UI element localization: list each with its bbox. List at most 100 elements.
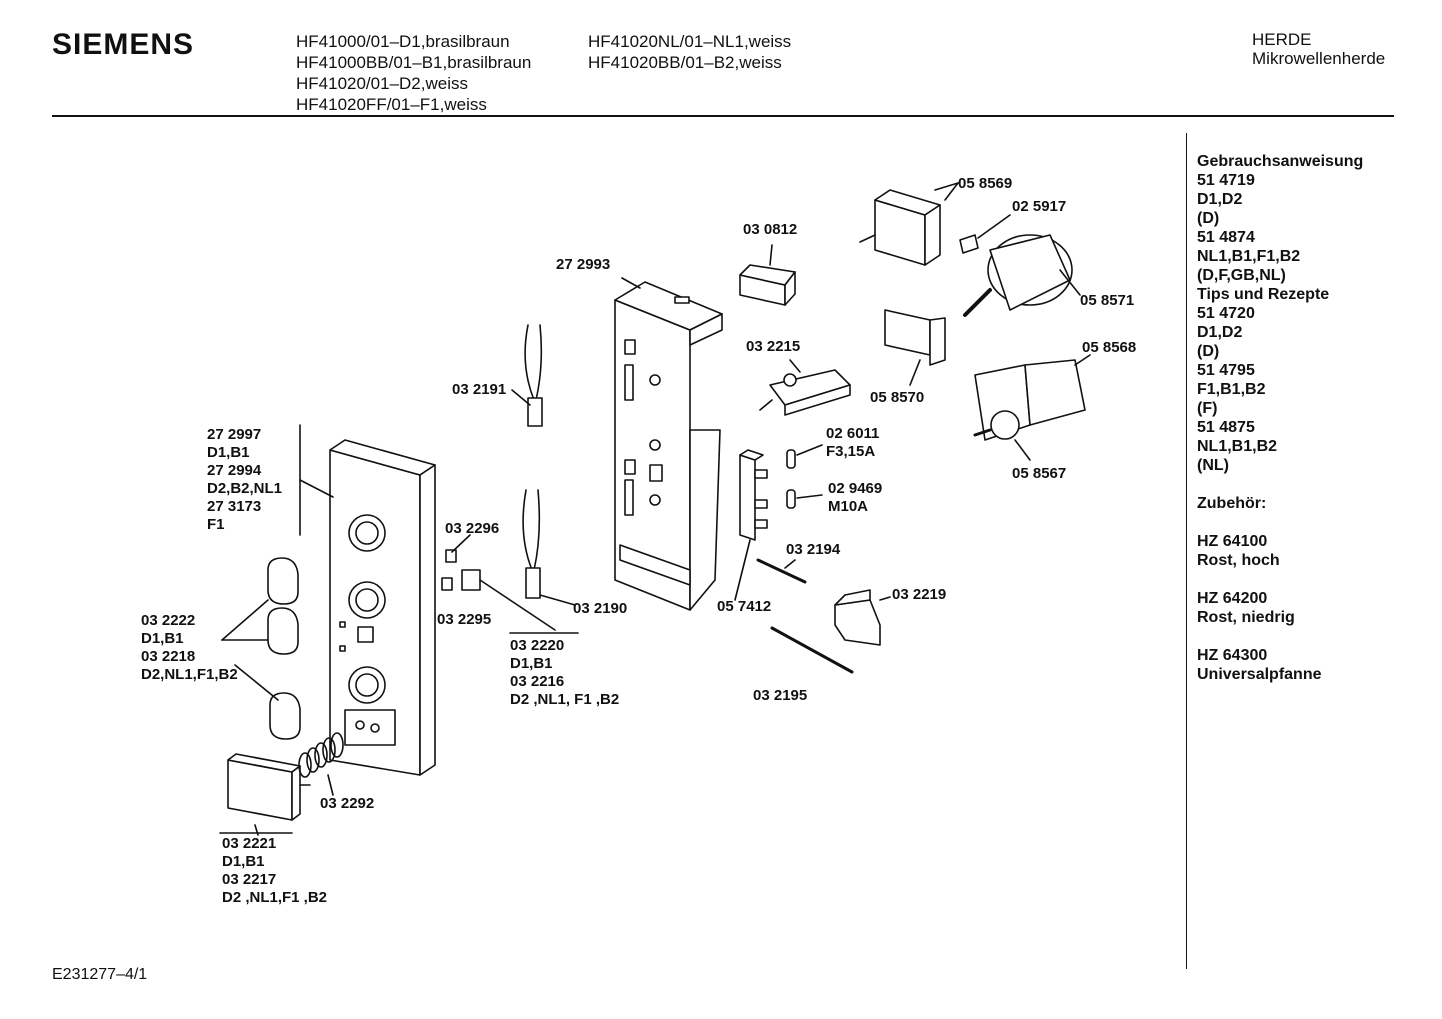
leader-line xyxy=(621,277,641,289)
part-label-line: D2,NL1,F1,B2 xyxy=(141,666,238,683)
model-line: HF41000/01–D1,brasilbraun xyxy=(296,32,510,51)
sidebar-line: Universalpfanne xyxy=(1197,666,1322,683)
knob-drawing xyxy=(267,557,301,740)
category-line: Mikrowellenherde xyxy=(1252,49,1386,68)
pin-drawing xyxy=(756,558,854,674)
part-label: 05 7412 xyxy=(717,598,772,615)
sidebar-line: HZ 64100 xyxy=(1197,533,1268,550)
part-label: 03 2219 xyxy=(892,586,947,603)
part-label-line: 03 2216 xyxy=(510,673,565,690)
sidebar-line: D1,D2 xyxy=(1197,324,1243,341)
part-label: 03 2296 xyxy=(445,520,500,537)
sidebar-line: 51 4795 xyxy=(1197,362,1255,379)
leader-line xyxy=(221,599,269,641)
model-line: HF41020/01–D2,weiss xyxy=(296,74,468,93)
sidebar-info: Gebrauchsanweisung 51 4719 D1,D2 (D) 51 … xyxy=(1197,152,1363,684)
leader-line xyxy=(909,359,921,386)
part-label: 05 8570 xyxy=(870,389,925,406)
sidebar-line: NL1,B1,B2 xyxy=(1197,438,1278,455)
part-label: 03 2194 xyxy=(786,541,841,558)
header-rule xyxy=(52,115,1394,117)
leader-line xyxy=(1014,439,1031,461)
part-label-line: F1 xyxy=(207,516,225,533)
leader-line xyxy=(479,579,556,631)
part-label: 03 2222 D1,B1 03 2218 D2,NL1,F1,B2 xyxy=(141,612,238,684)
part-label-line: D1,B1 xyxy=(510,655,553,672)
leader-line xyxy=(789,359,801,373)
bracket-drawing xyxy=(614,281,723,611)
sidebar-line: NL1,B1,F1,B2 xyxy=(1197,248,1301,265)
part-label: 03 2295 xyxy=(437,611,492,628)
part-label: 05 8568 xyxy=(1082,339,1137,356)
part-label: 02 5917 xyxy=(1012,198,1067,215)
part-label: 03 2221 D1,B1 03 2217 D2 ,NL1,F1 ,B2 xyxy=(222,835,327,907)
part-label: 27 2997 D1,B1 27 2994 D2,B2,NL1 27 3173 … xyxy=(207,426,282,534)
category: HERDE Mikrowellenherde xyxy=(1252,30,1385,68)
fuse-drawing xyxy=(786,449,796,509)
part-label: 02 9469 M10A xyxy=(828,480,882,516)
leader-line xyxy=(879,596,891,601)
leader-line xyxy=(934,182,959,191)
part-label-line: D2 ,NL1, F1 ,B2 xyxy=(510,691,620,708)
small-buttons-drawing xyxy=(441,549,481,591)
sidebar-line xyxy=(1197,627,1363,646)
sidebar-line: Gebrauchsanweisung xyxy=(1197,153,1364,170)
sidebar-line: Zubehör: xyxy=(1197,495,1267,512)
part-label-line: D1,B1 xyxy=(207,444,250,461)
leader-line xyxy=(796,494,823,499)
clip-drawing xyxy=(959,234,979,254)
part-label: 03 2190 xyxy=(573,600,628,617)
leader-line xyxy=(796,444,823,456)
leader-line xyxy=(734,539,751,601)
leader-line xyxy=(327,774,334,796)
leader-line xyxy=(944,182,959,201)
part-label-line: 02 9469 xyxy=(828,480,883,497)
part-label-line: D1,B1 xyxy=(141,630,184,647)
sidebar-line: 51 4874 xyxy=(1197,229,1255,246)
model-line: HF41020FF/01–F1,weiss xyxy=(296,95,487,114)
sidebar-line: D1,D2 xyxy=(1197,191,1243,208)
model-list-2: HF41020NL/01–NL1,weiss HF41020BB/01–B2,w… xyxy=(588,31,791,73)
sidebar-line: 51 4720 xyxy=(1197,305,1255,322)
part-label-line: 27 2997 xyxy=(207,426,262,443)
brand-logo: SIEMENS xyxy=(52,28,195,61)
sidebar-line: (D) xyxy=(1197,210,1220,227)
motor-drawing xyxy=(963,234,1073,317)
part-label: 03 2292 xyxy=(320,795,375,812)
sidebar-line: HZ 64200 xyxy=(1197,590,1268,607)
part-label-line: M10A xyxy=(828,498,869,515)
part-label-line: 02 6011 xyxy=(826,425,880,442)
category-line: HERDE xyxy=(1252,30,1312,49)
selector-switch-drawing xyxy=(973,359,1086,441)
sidebar-line: Tips und Rezepte xyxy=(1197,286,1330,303)
sidebar-line xyxy=(1197,475,1363,494)
part-label: 03 0812 xyxy=(743,221,798,238)
leader-line xyxy=(784,559,796,569)
door-button-drawing xyxy=(227,753,311,821)
sidebar-line: 51 4719 xyxy=(1197,172,1255,189)
part-label-line: D1,B1 xyxy=(222,853,265,870)
sidebar-line: (F) xyxy=(1197,400,1218,417)
spring-drawing xyxy=(298,732,344,778)
part-label: 03 2195 xyxy=(753,687,808,704)
leader-line xyxy=(451,534,471,553)
part-label: 03 2191 xyxy=(452,381,507,398)
sidebar-line xyxy=(1197,513,1363,532)
switch-drawing xyxy=(759,369,851,416)
part-label-line: 03 2218 xyxy=(141,648,196,665)
model-line: HF41020NL/01–NL1,weiss xyxy=(588,32,792,51)
part-label-line: 27 2994 xyxy=(207,462,262,479)
part-label: 03 2220 D1,B1 03 2216 D2 ,NL1, F1 ,B2 xyxy=(510,637,619,709)
part-label-line: 03 2220 xyxy=(510,637,565,654)
part-label-line: F3,15A xyxy=(826,443,876,460)
part-label-line: D2 ,NL1,F1 ,B2 xyxy=(222,889,328,906)
part-label: 02 6011 F3,15A xyxy=(826,425,879,461)
sidebar-line: Rost, niedrig xyxy=(1197,609,1295,626)
model-line: HF41020BB/01–B2,weiss xyxy=(588,53,782,72)
part-label-line: 03 2222 xyxy=(141,612,196,629)
part-label: 03 2215 xyxy=(746,338,801,355)
model-list-1: HF41000/01–D1,brasilbraun HF41000BB/01–B… xyxy=(296,31,531,115)
fuse-holder-drawing xyxy=(739,449,768,541)
sidebar-line: HZ 64300 xyxy=(1197,647,1268,664)
latch-drawing xyxy=(834,589,881,646)
